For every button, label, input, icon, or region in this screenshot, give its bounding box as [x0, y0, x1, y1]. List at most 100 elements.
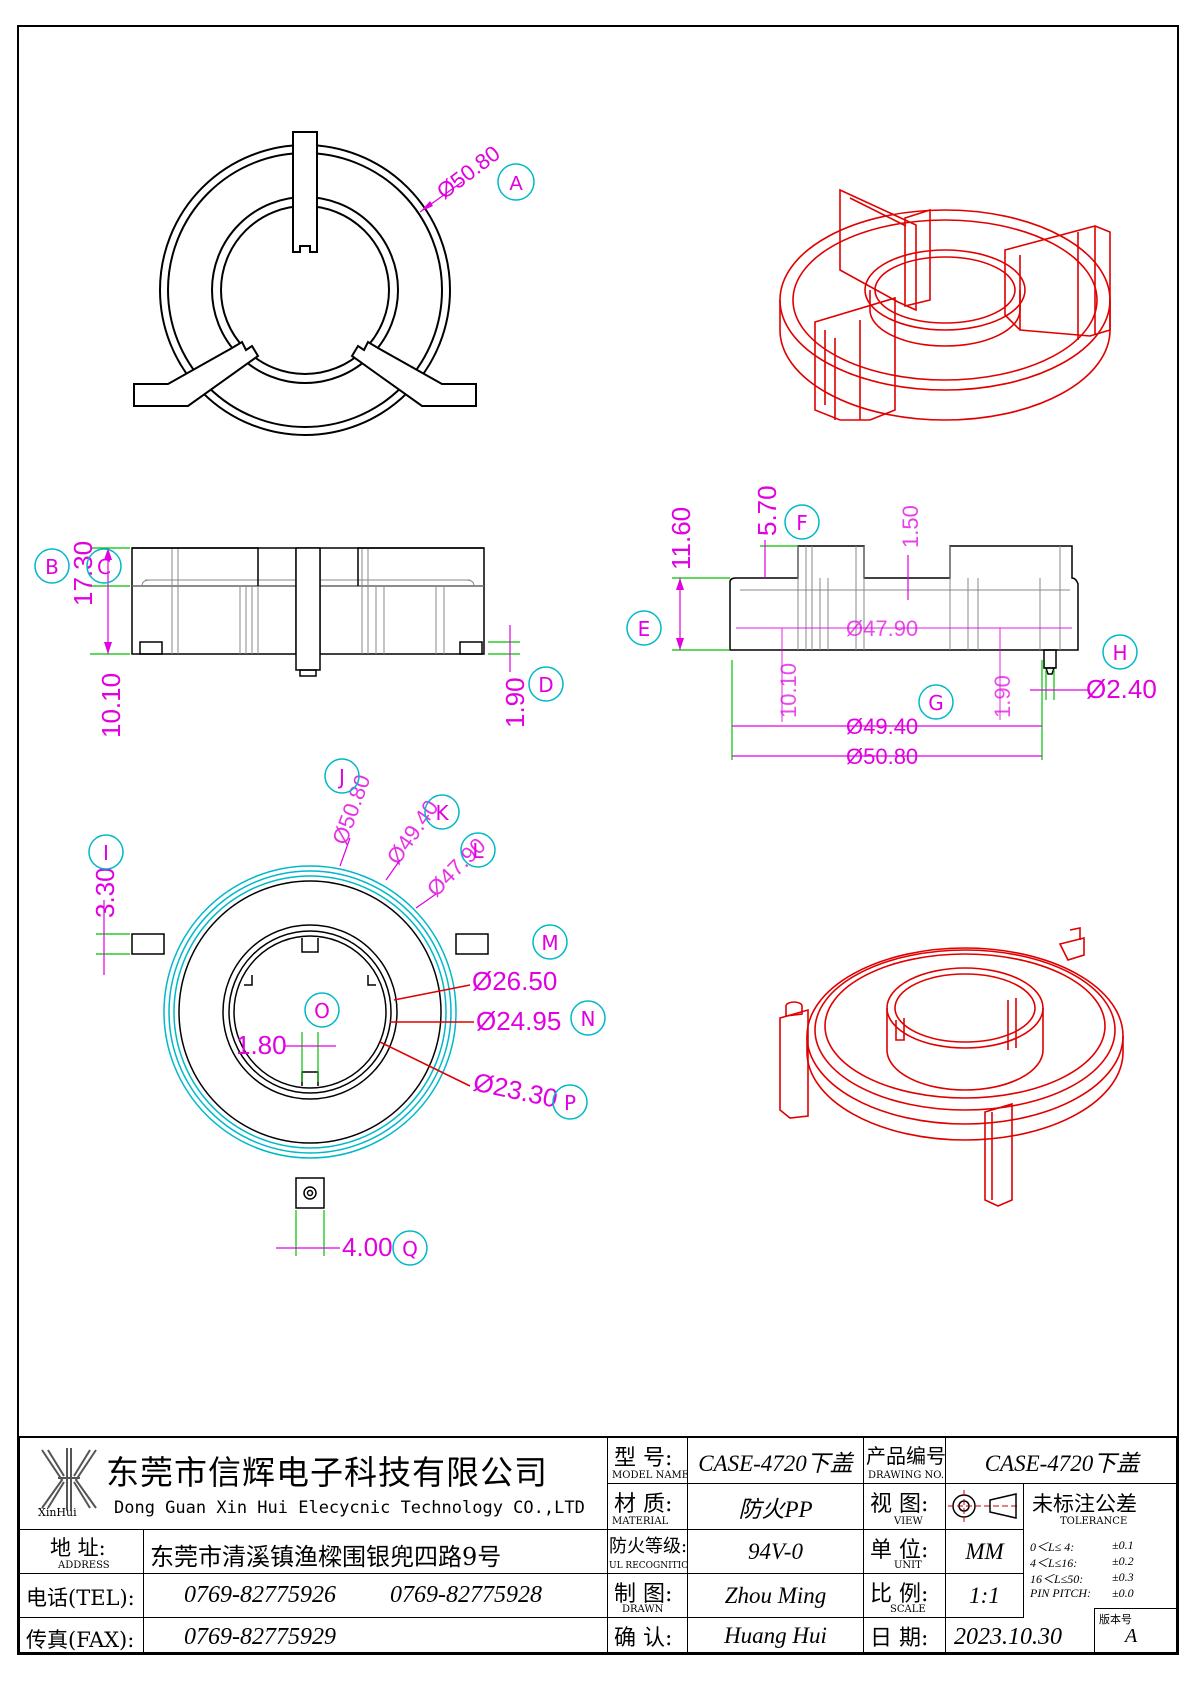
- view-label-en: VIEW: [894, 1516, 923, 1527]
- dim-front-h1010: 10.10: [96, 673, 126, 738]
- ul-value-cell: 94V-0: [688, 1530, 864, 1574]
- confirm-label-cn: 确 认:: [614, 1626, 673, 1651]
- company-logo: [41, 1448, 97, 1510]
- tolerance-title: 未标注公差: [1032, 1492, 1137, 1516]
- confirm-label-cell: 确 认:: [608, 1618, 688, 1654]
- ul-label-cn: 防火等级:: [609, 1536, 688, 1557]
- address-cell: 东莞市清溪镇渔樑围银兜四路9号: [144, 1530, 608, 1574]
- drawn-value-cell: Zhou Ming: [688, 1574, 864, 1618]
- bottom-view-dims: Ø50.80 Ø49.40 Ø47.90 3.30 Ø26.50 Ø24.95 …: [88, 758, 606, 1266]
- material-label-en: MATERIAL: [612, 1516, 669, 1527]
- ul-value: 94V-0: [748, 1538, 803, 1564]
- view-label-cn: 视 图:: [870, 1492, 929, 1517]
- scale-value: 1:1: [969, 1582, 1000, 1608]
- balloon-h: H: [1112, 641, 1127, 665]
- iso-view-top: [779, 188, 1111, 421]
- dim-side-h1010: 10.10: [776, 663, 801, 718]
- balloon-a: [497, 163, 535, 201]
- date-label-cn: 日 期:: [870, 1626, 929, 1651]
- product-no-label-cell: 产品编号: DRAWING NO.: [864, 1438, 946, 1484]
- material-value-cell: 防火PP: [688, 1484, 864, 1530]
- tel-cell: 0769-82775926 0769-82775928: [144, 1574, 608, 1618]
- unit-label-cell: 单 位: UNIT: [864, 1530, 946, 1574]
- material-label-cn: 材 质:: [614, 1492, 673, 1517]
- confirm-value: Huang Hui: [724, 1623, 827, 1648]
- drawn-label-cn: 制 图:: [614, 1582, 673, 1607]
- version-label: 版本号: [1099, 1613, 1132, 1626]
- tolerance-range: 16＜L≤50:: [1030, 1572, 1084, 1586]
- bottom-view: [131, 865, 489, 1209]
- balloon-p: P: [564, 1091, 576, 1115]
- balloon-c: C: [97, 555, 111, 579]
- confirm-value-cell: Huang Hui: [688, 1618, 864, 1654]
- company-name-en: Dong Guan Xin Hui Elecycnic Technology C…: [114, 1498, 585, 1518]
- dim-side-h570: 5.70: [752, 485, 782, 536]
- scale-label-cell: 比 例: SCALE: [864, 1574, 946, 1618]
- side-view-dims: 11.60 5.70 1.50 Ø47.90 10.10 1.90 Ø49.40…: [626, 485, 1157, 769]
- date-value: 2023.10.30: [954, 1624, 1062, 1650]
- product-no-label-en: DRAWING NO.: [868, 1470, 945, 1481]
- tel-label: 电话(TEL):: [26, 1586, 135, 1610]
- tolerance-value: ±0.0: [1112, 1586, 1134, 1600]
- unit-value: MM: [965, 1538, 1004, 1564]
- version-value: A: [1125, 1625, 1138, 1647]
- dim-bottom-d2330: Ø23.30: [471, 1067, 561, 1114]
- tolerance-value: ±0.3: [1112, 1570, 1134, 1584]
- dim-bottom-d2495: Ø24.95: [476, 1006, 561, 1036]
- balloon-l: L: [472, 839, 484, 863]
- tel-label-cell: 电话(TEL):: [20, 1574, 144, 1618]
- balloon-b: B: [45, 555, 59, 579]
- unit-label-en: UNIT: [894, 1560, 922, 1571]
- product-no-value: CASE-4720下盖: [984, 1450, 1140, 1476]
- material-value: 防火PP: [738, 1496, 813, 1522]
- front-view-dims: 17.30 10.10 1.90 B C D: [34, 541, 564, 738]
- ul-label-en: UL RECOGNITION: [609, 1561, 688, 1571]
- drawn-value: Zhou Ming: [724, 1582, 827, 1608]
- model-label-cell: 型 号: MODEL NAME: [608, 1438, 688, 1484]
- balloon-m: M: [541, 931, 558, 955]
- top-spoke-right: [350, 340, 477, 407]
- scale-label-cn: 比 例:: [870, 1582, 929, 1607]
- address-label-en: ADDRESS: [58, 1560, 110, 1571]
- balloon-j: J: [337, 765, 345, 789]
- balloon-o: O: [314, 999, 330, 1023]
- balloon-g: G: [928, 691, 944, 715]
- fax-value: 0769-82775929: [184, 1624, 336, 1650]
- dim-side-d4790: Ø47.90: [846, 616, 918, 641]
- dim-front-h190: 1.90: [500, 677, 530, 728]
- balloon-q: Q: [402, 1237, 418, 1261]
- tel2-value: 0769-82775928: [390, 1582, 542, 1608]
- version-cell: 版本号 A: [1094, 1608, 1178, 1654]
- dim-top-d5080: Ø50.80: [432, 141, 505, 204]
- address-label-cn: 地 址:: [50, 1536, 106, 1560]
- dim-bottom-h330: 3.30: [90, 867, 120, 918]
- front-center-pin: [295, 547, 321, 671]
- balloon-a-label: A: [509, 173, 523, 195]
- date-value-cell: 2023.10.30: [946, 1618, 1094, 1654]
- dim-bottom-d2650: Ø26.50: [472, 966, 557, 996]
- top-spoke-left: [133, 340, 260, 407]
- tolerance-range: 0＜L≤ 4:: [1030, 1540, 1075, 1554]
- material-label-cell: 材 质: MATERIAL: [608, 1484, 688, 1530]
- dim-side-d240: Ø2.40: [1086, 674, 1157, 704]
- unit-value-cell: MM: [946, 1530, 1024, 1574]
- company-cell: XinHui 东莞市信辉电子科技有限公司 Dong Guan Xin Hui E…: [20, 1438, 608, 1530]
- top-spoke-north: [292, 131, 318, 253]
- address-value: 东莞市清溪镇渔樑围银兜四路9号: [150, 1543, 502, 1571]
- dim-bottom-w180: 1.80: [236, 1030, 287, 1060]
- dim-side-d5080: Ø50.80: [846, 744, 918, 769]
- tolerance-row: 4＜L≤16:±0.2: [1030, 1554, 1174, 1570]
- projection-symbol-icon: [948, 1490, 1020, 1522]
- drawn-label-en: DRAWN: [622, 1604, 664, 1615]
- company-name-cn: 东莞市信辉电子科技有限公司: [106, 1453, 548, 1492]
- model-label-en: MODEL NAME: [612, 1470, 688, 1481]
- side-view: [729, 545, 1079, 675]
- tolerance-range: 4＜L≤16:: [1030, 1556, 1078, 1570]
- logo-text: XinHui: [38, 1506, 77, 1519]
- fax-label: 传真(FAX):: [26, 1628, 135, 1652]
- fax-label-cell: 传真(FAX):: [20, 1618, 144, 1654]
- dim-side-h1160: 11.60: [666, 507, 696, 570]
